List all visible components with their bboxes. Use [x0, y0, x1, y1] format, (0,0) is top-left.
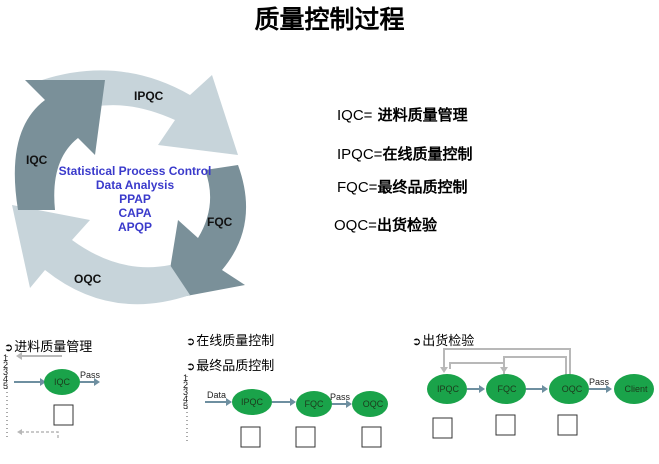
flow-arrowhead — [226, 398, 232, 406]
document-icon — [432, 417, 453, 439]
definition-value: 进料质量管理 — [372, 106, 468, 124]
cycle-arrow-right — [165, 165, 247, 300]
section-heading-text: 最终品质控制 — [196, 359, 275, 374]
definition-value: 在线质量控制 — [382, 145, 473, 163]
center-line: Data Analysis — [95, 178, 175, 192]
scale-tick-label: 1 — [3, 353, 8, 363]
section-heading-text: 在线质量控制 — [196, 334, 275, 349]
node-oqc — [549, 374, 589, 404]
section-heading-final: ➲最终品质控制 — [186, 355, 274, 374]
scale-tick-label: 4 — [3, 374, 8, 384]
center-line: Statistical Process Control — [58, 164, 212, 178]
bullet-arrow-icon: ➲ — [4, 341, 14, 354]
definition-key: FQC= — [337, 179, 378, 196]
cycle-center-text: Statistical Process Control Data Analysi… — [40, 164, 230, 234]
document-icon — [53, 404, 74, 426]
flow-arrowhead — [606, 385, 612, 393]
bullet-arrow-icon: ➲ — [186, 335, 196, 348]
document-icon — [295, 426, 316, 448]
flow-arrowhead — [40, 378, 46, 386]
node-label: OQC — [363, 399, 384, 409]
center-line: APQP — [117, 220, 152, 234]
section-heading-text: 进料质量管理 — [14, 340, 93, 355]
bullet-arrow-icon: ➲ — [412, 335, 422, 348]
page-title: 质量控制过程 — [254, 5, 405, 34]
section-heading-outgoing: ➲出货检验 — [412, 330, 474, 349]
section-heading-text: 出货检验 — [422, 334, 475, 349]
definition-key: OQC= — [334, 217, 377, 234]
cycle-label-oqc: OQC — [74, 272, 102, 286]
feedback-arrowhead — [440, 367, 448, 373]
node-label: FQC — [498, 384, 517, 394]
cycle-label-ipqc: IPQC — [134, 89, 164, 103]
feedback-line — [443, 348, 571, 375]
node-label: IPQC — [241, 397, 264, 407]
scale-tick-label: 4 — [183, 394, 188, 404]
flow-arrowhead — [479, 385, 485, 393]
incoming-flow-diagram: 1 2 3 4 5 IQC Pass — [3, 352, 101, 440]
definition-key: IPQC= — [337, 146, 383, 163]
scale-tick-label: 5 — [183, 401, 188, 411]
node-label: IPQC — [437, 384, 460, 394]
node-iqc — [44, 369, 80, 395]
node-client — [614, 374, 654, 404]
return-line — [22, 431, 59, 438]
outgoing-flow-diagram: IPQC FQC OQC Pass Client — [427, 348, 654, 439]
node-label: IQC — [54, 377, 71, 387]
scale-tick-label: 2 — [183, 380, 188, 390]
scale-tick-label: 3 — [183, 387, 188, 397]
definition-fqc: FQC=最终品质控制 — [337, 176, 467, 197]
center-line: PPAP — [119, 192, 151, 206]
document-icon — [495, 414, 516, 436]
section-heading-incoming: ➲进料质量管理 — [4, 336, 92, 355]
cycle-label-fqc: FQC — [207, 215, 233, 229]
center-line: CAPA — [118, 206, 152, 220]
node-label: FQC — [305, 399, 324, 409]
cycle-arrow-left — [14, 80, 105, 210]
flow-arrowhead — [290, 398, 296, 406]
node-fqc — [296, 391, 332, 417]
definition-iqc: IQC= 进料质量管理 — [337, 104, 468, 125]
definition-value: 最终品质控制 — [377, 178, 468, 196]
inline-flow-diagram: 1 2 3 4 5 Data IPQC FQC Pass OQC — [183, 373, 388, 448]
document-icon — [557, 414, 578, 436]
cycle-label-iqc: IQC — [26, 153, 48, 167]
feedback-line — [503, 356, 567, 375]
scale-tick-label: 5 — [3, 381, 8, 391]
definition-value: 出货检验 — [376, 216, 437, 234]
feedback-arrowhead — [16, 352, 22, 360]
pass-label: Pass — [589, 377, 610, 387]
definition-ipqc: IPQC=在线质量控制 — [337, 143, 472, 164]
node-label: OQC — [562, 384, 583, 394]
node-oqc — [352, 391, 388, 417]
quality-cycle-diagram — [12, 70, 247, 305]
flow-arrowhead — [94, 378, 100, 386]
flow-arrowhead — [542, 385, 548, 393]
scale-tick-label: 1 — [183, 373, 188, 383]
bullet-arrow-icon: ➲ — [186, 360, 196, 373]
feedback-line — [449, 362, 505, 375]
scale-tick-label: 3 — [3, 367, 8, 377]
node-fqc — [486, 374, 526, 404]
node-ipqc — [427, 374, 467, 404]
definition-key: IQC= — [337, 107, 373, 124]
scale-tick-label: 2 — [3, 360, 8, 370]
definition-oqc: OQC=出货检验 — [334, 214, 437, 235]
flow-arrowhead — [346, 400, 352, 408]
pass-label: Pass — [80, 370, 101, 380]
node-label: Client — [624, 384, 648, 394]
pass-label: Pass — [330, 392, 351, 402]
cycle-arrow-bottom — [12, 205, 190, 305]
section-heading-inline: ➲在线质量控制 — [186, 330, 274, 349]
return-arrowhead — [17, 429, 22, 435]
data-label: Data — [207, 390, 226, 400]
document-icon — [361, 426, 382, 448]
document-icon — [240, 426, 261, 448]
node-ipqc — [232, 389, 272, 415]
